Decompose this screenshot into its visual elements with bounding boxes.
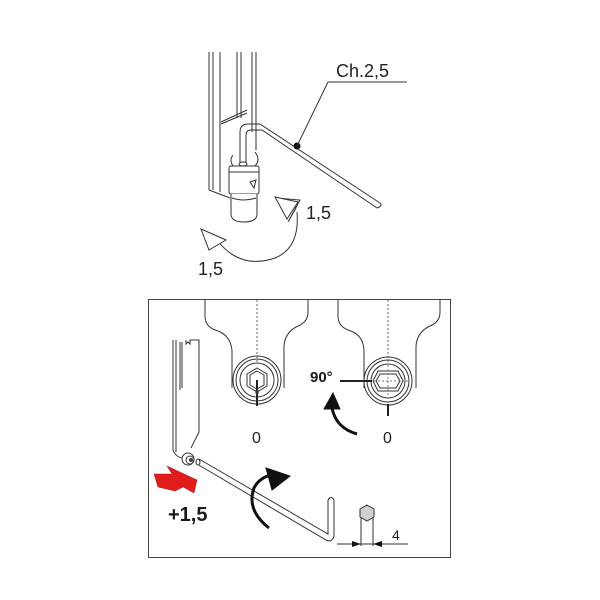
rotation-label-left: 1,5	[198, 259, 223, 279]
rotation-angle-label: 90°	[310, 369, 333, 386]
top-view	[200, 52, 407, 262]
allen-key	[238, 123, 382, 209]
tool-callout	[293, 81, 407, 150]
position-label-right: 0	[383, 430, 392, 447]
rotation-label-right: 1,5	[306, 203, 331, 223]
hinge-plate-right	[337, 300, 441, 416]
hex-dimension	[337, 504, 408, 547]
bottom-view	[153, 300, 441, 547]
detail-frame	[148, 299, 451, 558]
hinge-plate-left	[204, 300, 309, 406]
allen-key-bottom	[195, 458, 335, 542]
position-label-left: 0	[252, 430, 261, 447]
rotation-arrows	[200, 196, 301, 262]
door-profile	[208, 52, 257, 199]
door-side-profile	[172, 339, 200, 466]
adjustment-label: +1,5	[168, 504, 207, 526]
pull-direction-arrow	[153, 465, 198, 494]
rotate-90-arrow	[323, 391, 358, 436]
turn-arrow	[250, 467, 292, 530]
tool-size-label: Ch.2,5	[336, 61, 389, 81]
dimension-label: 4	[392, 527, 400, 543]
